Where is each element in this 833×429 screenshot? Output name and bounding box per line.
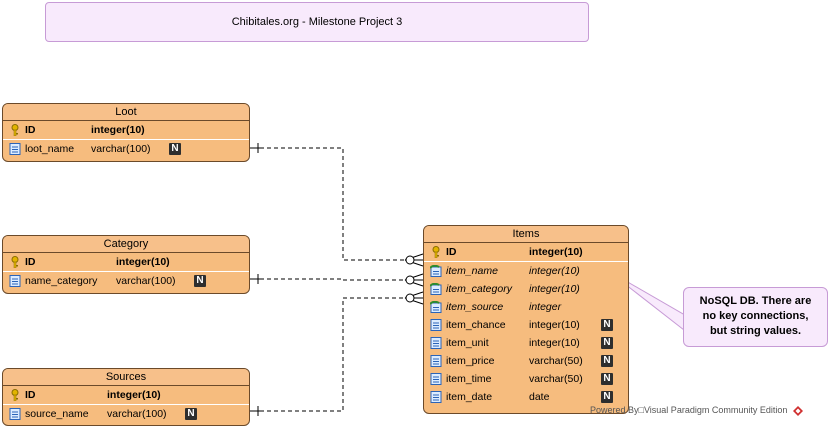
entity-sources-row-source-name[interactable]: source_name varchar(100) N [3,405,249,423]
field-type: varchar(100) [107,408,167,420]
entity-items-row-item-category[interactable]: item_category integer(10) [424,280,628,298]
entity-sources[interactable]: Sources ID integer(10) source_name varch… [2,368,250,426]
field-name: item_name [446,265,498,277]
field-type: varchar(50) [529,355,583,367]
vp-watermark: Powered By□Visual Paradigm Community Edi… [590,405,803,416]
entity-items-row-item-chance[interactable]: item_chance integer(10) N [424,316,628,334]
nullable-badge: N [601,391,613,403]
note-line: no key connections, [702,310,809,322]
key-icon [11,124,19,136]
note-box[interactable]: NoSQL DB. There are no key connections, … [683,287,828,347]
note-line: but string values. [709,325,802,337]
key-icon [11,389,19,401]
entity-sources-row-id[interactable]: ID integer(10) [3,386,249,405]
field-type: varchar(100) [116,275,176,287]
column-icon [430,355,442,367]
entity-items-row-item-unit[interactable]: item_unit integer(10) N [424,334,628,352]
field-name: ID [446,246,457,258]
diagram-title: Chibitales.org - Milestone Project 3 [45,2,589,42]
field-type: integer(10) [529,319,580,331]
connector-category-items [250,273,424,287]
entity-items-row-id[interactable]: ID integer(10) [424,243,628,262]
field-type: integer(10) [529,337,580,349]
field-name: item_source [446,301,504,313]
column-icon [9,143,21,155]
entity-items[interactable]: Items ID integer(10) item_name integer(1… [423,225,629,414]
column-icon [9,408,21,420]
field-name: name_category [25,275,98,287]
field-name: item_unit [446,337,489,349]
entity-items-row-item-price[interactable]: item_price varchar(50) N [424,352,628,370]
field-type: integer(10) [107,389,161,401]
entity-items-row-item-source[interactable]: item_source integer [424,298,628,316]
diagram-title-text: Chibitales.org - Milestone Project 3 [231,16,403,28]
entity-items-row-item-time[interactable]: item_time varchar(50) N [424,370,628,388]
field-type: integer [529,301,562,313]
field-type: integer(10) [529,265,580,277]
column-icon [430,391,442,403]
column-icon [9,275,21,287]
field-type: date [529,391,550,403]
field-name: ID [25,256,36,268]
field-type: integer(10) [529,246,583,258]
entity-category-row-name-category[interactable]: name_category varchar(100) N [3,272,249,290]
field-type: integer(10) [529,283,580,295]
field-type: integer(10) [116,256,170,268]
nullable-badge: N [194,275,206,287]
nullable-badge: N [601,319,613,331]
field-name: source_name [25,408,89,420]
nullable-badge: N [601,337,613,349]
key-icon [11,256,19,268]
field-name: item_category [446,283,512,295]
connector-sources-items [250,291,424,416]
field-name: item_date [446,391,493,403]
entity-loot-row-id[interactable]: ID integer(10) [3,121,249,140]
entity-loot[interactable]: Loot ID integer(10) loot_name varchar(10… [2,103,250,162]
entity-loot-row-loot-name[interactable]: loot_name varchar(100) N [3,140,249,158]
entity-sources-title: Sources [3,369,249,386]
vp-watermark-text: Powered By□Visual Paradigm Community Edi… [590,405,788,415]
entity-items-title: Items [424,226,628,243]
column-icon [430,337,442,349]
fk-column-icon [430,301,442,313]
note-line: NoSQL DB. There are [699,295,812,307]
entity-category-title: Category [3,236,249,253]
vp-logo-icon [792,405,803,416]
entity-items-row-item-date[interactable]: item_date date N [424,388,628,406]
field-name: ID [25,389,36,401]
nullable-badge: N [185,408,197,420]
entity-items-row-item-name[interactable]: item_name integer(10) [424,262,628,280]
fk-column-icon [430,265,442,277]
connector-loot-items [250,143,424,267]
field-type: varchar(100) [91,143,151,155]
nullable-badge: N [601,355,613,367]
column-icon [430,319,442,331]
nullable-badge: N [169,143,181,155]
nullable-badge: N [601,373,613,385]
entity-category[interactable]: Category ID integer(10) name_category va… [2,235,250,294]
field-name: item_price [446,355,495,367]
field-name: loot_name [25,143,75,155]
fk-column-icon [430,283,442,295]
column-icon [430,373,442,385]
key-icon [432,246,440,258]
field-name: item_time [446,373,492,385]
field-name: item_chance [446,319,506,331]
field-type: integer(10) [91,124,145,136]
field-name: ID [25,124,36,136]
field-type: varchar(50) [529,373,583,385]
entity-loot-title: Loot [3,104,249,121]
entity-category-row-id[interactable]: ID integer(10) [3,253,249,272]
